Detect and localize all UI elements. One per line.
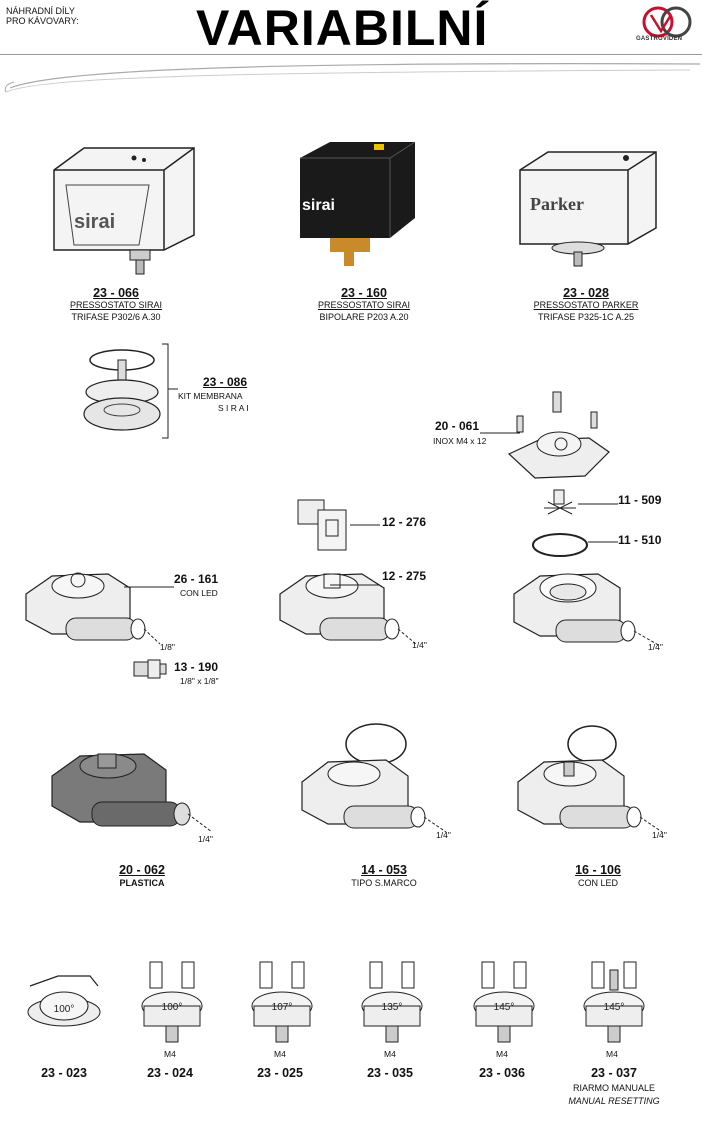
- product-code-23-160: 23 - 160: [341, 286, 387, 300]
- product-desc-23-066-line2: TRIFASE P302/6 A.30: [71, 312, 161, 322]
- product-desc-23-028-line2: TRIFASE P325-1C A.25: [537, 312, 635, 322]
- flowmeter-center-image: [279, 573, 417, 645]
- leader-26-161: [124, 586, 174, 588]
- product-code-12-275: 12 - 275: [382, 569, 427, 583]
- thermostat-disc-image: 100°: [27, 975, 101, 1027]
- thermostat-temp-23-037: 145°: [604, 1002, 625, 1013]
- port-size-16-106: 1/4": [652, 830, 667, 840]
- membrane-kit-image: [83, 349, 161, 431]
- flowmeter-smarco-image: [301, 723, 447, 833]
- thread-23-036: M4: [496, 1049, 508, 1059]
- product-code-23-028: 23 - 028: [563, 286, 609, 300]
- product-code-20-062: 20 - 062: [119, 863, 165, 877]
- thermostat-temp-23-024: 100°: [162, 1002, 183, 1013]
- svg-text:sirai: sirai: [302, 197, 335, 214]
- port-size-right: 1/4": [648, 642, 663, 652]
- product-desc-23-028-line1: PRESSOSTATO PARKER: [533, 300, 639, 310]
- fitting-code-13-190: 13 - 190: [174, 660, 219, 674]
- coil-code-12-276: 12 - 276: [382, 515, 427, 529]
- kit-desc-line2: S I R A I: [218, 403, 249, 413]
- pressostat-parker-image: Parker: [519, 151, 657, 267]
- product-desc-23-066-line1: PRESSOSTATO SIRAI: [69, 300, 163, 310]
- fitting-image: [133, 659, 167, 679]
- kit-bracket: [162, 343, 178, 439]
- inox-code: 20 - 061: [435, 419, 480, 433]
- gastroviden-logo-icon: [642, 6, 692, 38]
- header-line-1: NÁHRADNÍ DÍLY: [6, 6, 75, 16]
- logo-text: GASTROVIDEN: [636, 36, 683, 42]
- product-desc-26-161: CON LED: [180, 588, 218, 598]
- header-divider: [0, 54, 702, 55]
- thread-23-035: M4: [384, 1049, 396, 1059]
- solenoid-coil-image: [297, 499, 347, 551]
- leader-11-509: [578, 503, 618, 505]
- swoosh-decoration: [4, 63, 701, 93]
- leader-11-510: [588, 541, 618, 543]
- product-desc-20-062: PLASTICA: [119, 878, 165, 888]
- thermostat-temp-23-036: 145°: [494, 1002, 515, 1013]
- thread-23-037: M4: [606, 1049, 618, 1059]
- inox-desc: INOX M4 x 12: [433, 436, 487, 446]
- flowmeter-led-2-image: [517, 725, 663, 833]
- kit-code: 23 - 086: [203, 375, 248, 389]
- flowmeter-led-image: [25, 572, 161, 645]
- product-code-26-161: 26 - 161: [174, 572, 219, 586]
- product-code-16-106: 16 - 106: [575, 863, 621, 877]
- part-code-11-510: 11 - 510: [618, 533, 662, 547]
- thermostat-code-23-023: 23 - 023: [41, 1066, 87, 1080]
- thermostat-code-23-025: 23 - 025: [257, 1066, 303, 1080]
- thermostat-image-23-035: 135°: [361, 961, 423, 1043]
- flowmeter-plastic-image: [51, 753, 213, 833]
- thermostat-code-23-024: 23 - 024: [147, 1066, 193, 1080]
- header-line-2: PRO KÁVOVARY:: [6, 16, 79, 26]
- thermostat-code-23-035: 23 - 035: [367, 1066, 413, 1080]
- header-subtitle: NÁHRADNÍ DÍLY PRO KÁVOVARY:: [6, 6, 79, 26]
- kit-desc-line1: KIT MEMBRANA: [178, 391, 243, 401]
- thermostat-image-23-037: 145°: [583, 961, 645, 1043]
- leader-12-275: [330, 584, 380, 586]
- thermostat-temp-23-023: 100°: [54, 1004, 75, 1015]
- leader-12-276: [350, 524, 380, 526]
- port-size-26-161: 1/8": [160, 642, 175, 652]
- port-size-20-062: 1/4": [198, 834, 213, 844]
- thread-23-025: M4: [274, 1049, 286, 1059]
- inox-leader-line: [480, 432, 520, 434]
- fitting-desc-13-190: 1/8" x 1/8": [180, 676, 219, 686]
- product-desc-23-160-line2: BIPOLARE P203 A.20: [319, 312, 409, 322]
- thermostat-image-23-025: 107°: [251, 961, 313, 1043]
- product-code-23-066: 23 - 066: [93, 286, 139, 300]
- pressostat-sirai-bipolare-image: sirai: [300, 141, 416, 266]
- svg-text:sirai: sirai: [74, 211, 115, 233]
- product-desc-14-053: TIPO S.MARCO: [351, 878, 417, 888]
- manual-reset-line2: MANUAL RESETTING: [568, 1096, 660, 1106]
- svg-text:Parker: Parker: [530, 194, 584, 214]
- o-ring-image: [532, 533, 588, 557]
- flange-with-screws-image: [507, 391, 610, 479]
- thermostat-temp-23-035: 135°: [382, 1002, 403, 1013]
- product-code-14-053: 14 - 053: [361, 863, 407, 877]
- flowmeter-right-image: [513, 573, 661, 647]
- product-desc-23-160-line1: PRESSOSTATO SIRAI: [317, 300, 411, 310]
- spinner-part-image: [544, 489, 576, 515]
- product-desc-16-106: CON LED: [577, 878, 618, 888]
- pressostat-sirai-trifase-image: sirai: [53, 147, 195, 275]
- thermostat-image-23-036: 145°: [473, 961, 535, 1043]
- thermostat-image-23-024: 100°: [141, 961, 203, 1043]
- thermostat-code-23-036: 23 - 036: [479, 1066, 525, 1080]
- part-code-11-509: 11 - 509: [618, 493, 662, 507]
- manual-reset-line1: RIARMO MANUALE: [572, 1083, 655, 1093]
- page-title: VARIABILNÍ: [196, 0, 489, 56]
- thermostat-temp-23-025: 107°: [272, 1002, 293, 1013]
- port-size-12-275: 1/4": [412, 640, 427, 650]
- port-size-14-053: 1/4": [436, 830, 451, 840]
- thread-23-024: M4: [164, 1049, 176, 1059]
- thermostat-code-23-037: 23 - 037: [591, 1066, 637, 1080]
